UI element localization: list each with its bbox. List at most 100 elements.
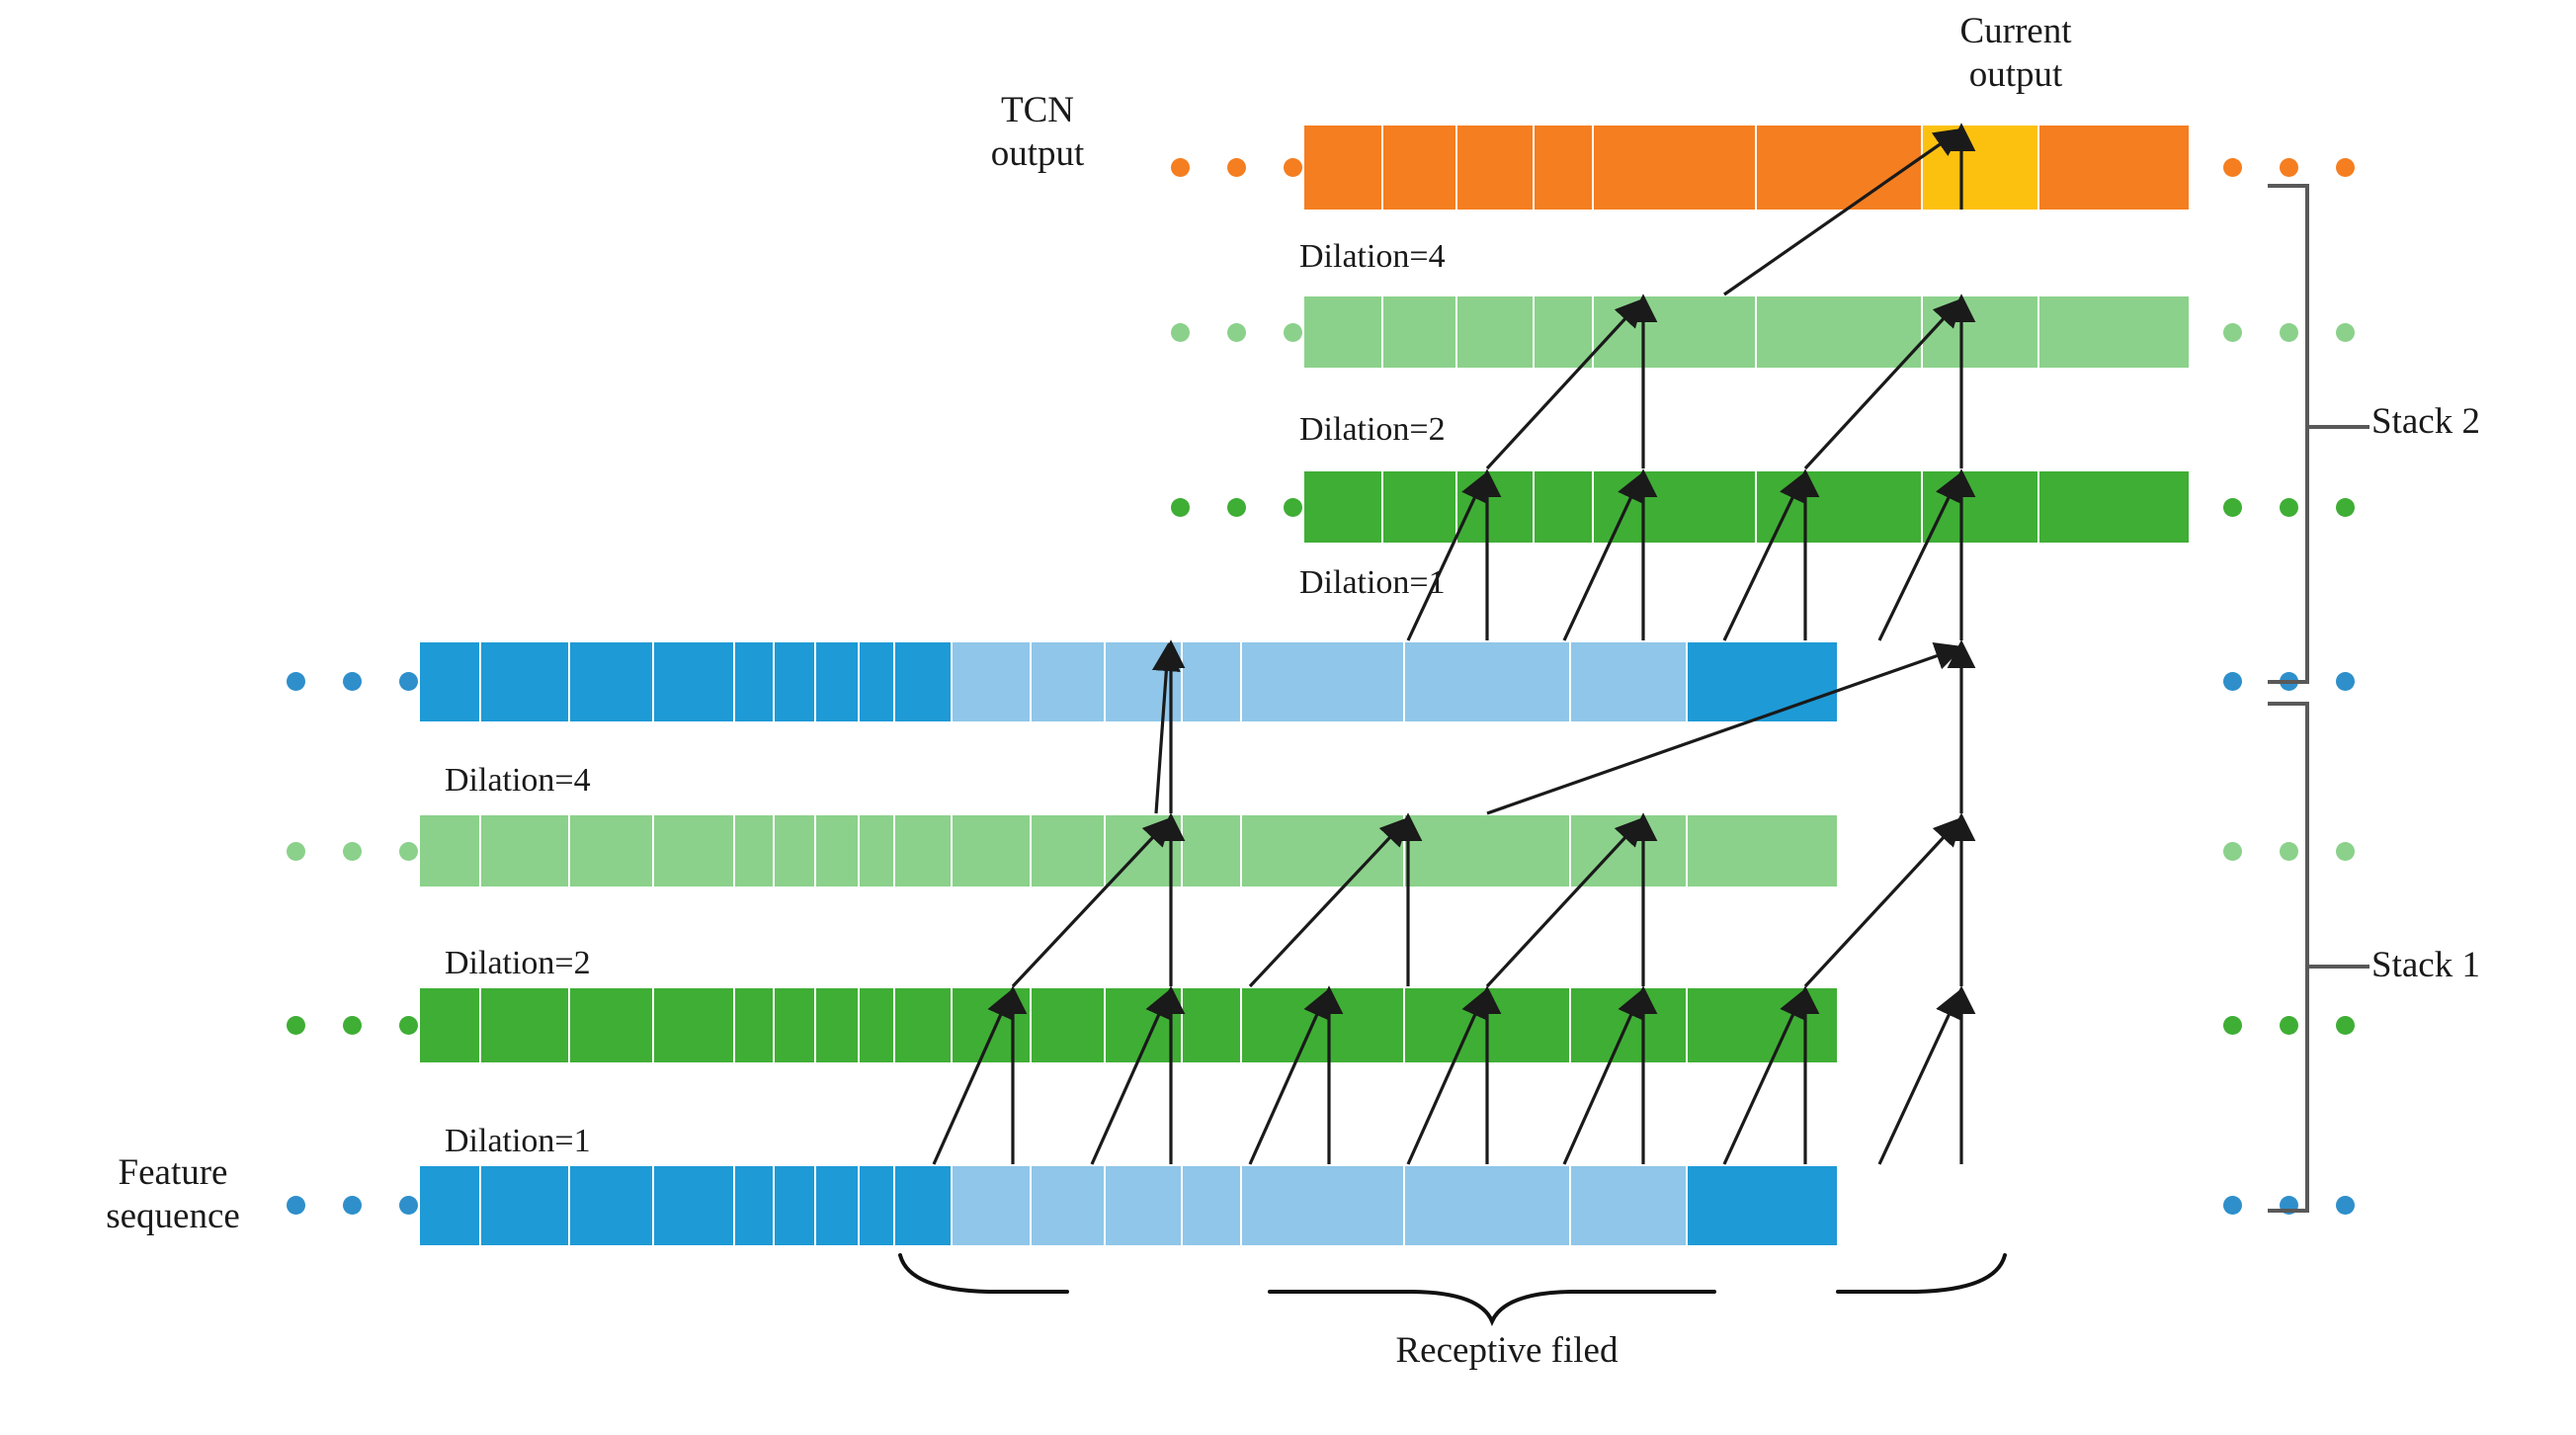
layer-cell[interactable]: [1183, 1166, 1242, 1245]
layer-cell[interactable]: [1106, 988, 1183, 1062]
layer-cell[interactable]: [1106, 815, 1183, 886]
ellipsis-dots-stack1-dilation2-right: [2223, 1016, 2355, 1035]
layer-cell[interactable]: [1106, 642, 1183, 721]
layer-cell[interactable]: [775, 642, 816, 721]
layer-cell[interactable]: [1405, 642, 1571, 721]
layer-cell[interactable]: [654, 815, 735, 886]
layer-cell[interactable]: [735, 988, 775, 1062]
layer-cell[interactable]: [1688, 642, 1837, 721]
layer-cell[interactable]: [1457, 296, 1535, 368]
layer-cell[interactable]: [1183, 988, 1242, 1062]
layer-cell[interactable]: [895, 1166, 953, 1245]
layer-cell[interactable]: [1594, 471, 1757, 543]
layer-cell[interactable]: [1183, 815, 1242, 886]
layer-cell[interactable]: [953, 642, 1032, 721]
layer-cell[interactable]: [816, 815, 860, 886]
layer-cell[interactable]: [1242, 642, 1405, 721]
layer-cell[interactable]: [481, 1166, 570, 1245]
layer-cell[interactable]: [1688, 1166, 1837, 1245]
layer-cell[interactable]: [775, 815, 816, 886]
layer-cell[interactable]: [654, 1166, 735, 1245]
layer-cell[interactable]: [1535, 126, 1594, 210]
layer-cell[interactable]: [1032, 642, 1106, 721]
layer-cell[interactable]: [654, 642, 735, 721]
layer-cell[interactable]: [816, 988, 860, 1062]
layer-cell[interactable]: [1923, 471, 2039, 543]
ellipsis-dot: [2223, 1016, 2242, 1035]
layer-cell[interactable]: [860, 1166, 895, 1245]
layer-cell[interactable]: [1535, 471, 1594, 543]
layer-cell[interactable]: [1688, 988, 1837, 1062]
layer-cell[interactable]: [1571, 988, 1688, 1062]
layer-cell[interactable]: [420, 1166, 481, 1245]
layer-cell[interactable]: [1183, 642, 1242, 721]
layer-cell[interactable]: [570, 988, 654, 1062]
layer-cell[interactable]: [860, 815, 895, 886]
layer-cell[interactable]: [1304, 471, 1383, 543]
layer-cell[interactable]: [1757, 126, 1923, 210]
layer-cell[interactable]: [735, 815, 775, 886]
layer-cell[interactable]: [953, 815, 1032, 886]
layer-cell[interactable]: [570, 642, 654, 721]
layer-cell[interactable]: [860, 988, 895, 1062]
layer-cell[interactable]: [953, 1166, 1032, 1245]
layer-cell[interactable]: [953, 988, 1032, 1062]
layer-cell[interactable]: [1106, 1166, 1183, 1245]
layer-cell[interactable]: [895, 642, 953, 721]
layer-cell[interactable]: [420, 988, 481, 1062]
layer-cell[interactable]: [816, 1166, 860, 1245]
layer-cell[interactable]: [2039, 471, 2189, 543]
layer-cell[interactable]: [1405, 988, 1571, 1062]
layer-cell[interactable]: [570, 1166, 654, 1245]
layer-cell[interactable]: [1457, 471, 1535, 543]
layer-cell[interactable]: [895, 815, 953, 886]
layer-cell[interactable]: [481, 642, 570, 721]
layer-row-stack2-dilation2: [1304, 471, 2189, 543]
layer-cell[interactable]: [816, 642, 860, 721]
layer-cell[interactable]: [775, 1166, 816, 1245]
layer-cell[interactable]: [1032, 988, 1106, 1062]
layer-cell-current-output[interactable]: [1923, 126, 2039, 210]
layer-cell[interactable]: [1571, 815, 1688, 886]
layer-cell[interactable]: [1383, 126, 1457, 210]
layer-cell[interactable]: [1304, 126, 1383, 210]
layer-cell[interactable]: [420, 642, 481, 721]
layer-cell[interactable]: [1535, 296, 1594, 368]
layer-cell[interactable]: [735, 642, 775, 721]
layer-cell[interactable]: [481, 988, 570, 1062]
layer-cell[interactable]: [1571, 1166, 1688, 1245]
ellipsis-dot: [1171, 498, 1190, 517]
layer-cell[interactable]: [570, 815, 654, 886]
layer-cell[interactable]: [1405, 1166, 1571, 1245]
layer-cell[interactable]: [1032, 815, 1106, 886]
layer-cell[interactable]: [420, 815, 481, 886]
ellipsis-dot: [343, 842, 362, 861]
layer-cell[interactable]: [1383, 296, 1457, 368]
layer-cell[interactable]: [1457, 126, 1535, 210]
ellipsis-dots-stack2-dilation4-left: [1171, 323, 1302, 342]
layer-cell[interactable]: [654, 988, 735, 1062]
stack2-dilation1-label: Dilation=1: [1299, 564, 1446, 601]
layer-cell[interactable]: [1242, 1166, 1405, 1245]
layer-cell[interactable]: [1594, 296, 1757, 368]
layer-cell[interactable]: [1242, 988, 1405, 1062]
layer-cell[interactable]: [1304, 296, 1383, 368]
layer-cell[interactable]: [2039, 296, 2189, 368]
layer-cell[interactable]: [1032, 1166, 1106, 1245]
ellipsis-dot: [287, 1016, 305, 1035]
layer-cell[interactable]: [1242, 815, 1405, 886]
layer-cell[interactable]: [1757, 471, 1923, 543]
layer-cell[interactable]: [735, 1166, 775, 1245]
layer-cell[interactable]: [895, 988, 953, 1062]
layer-cell[interactable]: [1405, 815, 1571, 886]
layer-cell[interactable]: [1594, 126, 1757, 210]
layer-cell[interactable]: [1688, 815, 1837, 886]
layer-cell[interactable]: [860, 642, 895, 721]
layer-cell[interactable]: [775, 988, 816, 1062]
layer-cell[interactable]: [1571, 642, 1688, 721]
layer-cell[interactable]: [481, 815, 570, 886]
layer-cell[interactable]: [1383, 471, 1457, 543]
layer-cell[interactable]: [1757, 296, 1923, 368]
layer-cell[interactable]: [1923, 296, 2039, 368]
layer-cell[interactable]: [2039, 126, 2189, 210]
